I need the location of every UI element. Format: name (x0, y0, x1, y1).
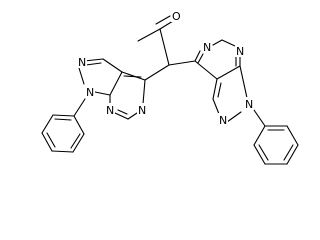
bond-left-n1-phenyl (73, 98, 86, 117)
bond-central-left-ring (144, 64, 170, 81)
n2-right-atom-label: N (219, 114, 227, 127)
bond-left-c6-n7-inner (117, 109, 128, 115)
bond-carbonyl-oxygen (159, 20, 174, 30)
atom-labels: O N N N N N N N N (77, 9, 254, 127)
n7-right-atom-label: N (236, 45, 244, 58)
bond-right-phenyl-2 (286, 125, 299, 146)
bond-left-c4a-c3 (102, 58, 123, 73)
bond-right-phenyl-3-inner (283, 144, 294, 161)
bond-right-n5-c6 (212, 39, 223, 46)
bond-left-phenyl-6 (73, 115, 85, 135)
bond-left-phenyl-1 (52, 114, 75, 117)
chemical-structure: O N N N N N N N N (41, 9, 299, 165)
bond-right-c7a-c4a (216, 65, 241, 80)
bond-right-c4a-c3-inner (217, 82, 222, 98)
bond-left-c4-c4a (121, 71, 146, 81)
bond-right-c4-n5 (194, 50, 201, 62)
bond-carbonyl-oxygen-double (155, 15, 171, 25)
bond-left-phenyl-4 (51, 150, 74, 153)
bond-right-c6-n7 (221, 39, 236, 47)
bond-right-c4a-c4 (194, 60, 218, 80)
bond-left-c4-c4a-inner (123, 75, 142, 78)
n2-left-atom-label: N (78, 56, 86, 69)
n1-left-atom-label: N (86, 86, 94, 99)
n7-left-atom-label: N (106, 104, 114, 117)
bond-right-phenyl-3 (286, 144, 299, 165)
bond-left-phenyl-5-inner (70, 133, 81, 149)
bond-left-c3-n2 (83, 58, 104, 62)
oxygen-atom-label: O (172, 10, 181, 23)
bond-methyl-carbonyl (137, 28, 161, 42)
bond-left-phenyl-3 (41, 132, 53, 152)
bonds (41, 15, 299, 165)
bond-right-c4-n5-inner (197, 53, 204, 64)
n5-right-atom-label: N (203, 41, 211, 54)
bond-left-phenyl-2 (41, 114, 54, 134)
bond-left-n5-c6 (127, 112, 138, 120)
bond-left-phenyl-5 (72, 133, 85, 153)
bond-right-c4a-c3 (212, 78, 218, 100)
bond-right-n1-phenyl (253, 109, 266, 127)
bond-right-c3-n2 (212, 98, 220, 115)
bond-right-n1-c7a (239, 65, 248, 99)
bond-right-phenyl-5 (253, 144, 266, 165)
bond-central-right-ring (168, 60, 196, 66)
n5-left-atom-label: N (138, 104, 146, 117)
bond-left-c3-n2-inner (85, 62, 102, 66)
bond-right-n2-n1 (226, 111, 242, 123)
bond-left-n1-c7a (94, 91, 111, 96)
bond-right-phenyl-5-inner (258, 144, 269, 161)
bond-left-c4-n5 (142, 79, 146, 105)
bond-carbonyl-central (159, 28, 170, 66)
bond-right-phenyl-6 (253, 125, 266, 146)
n1-right-atom-label: N (245, 98, 253, 111)
bond-left-phenyl-3-inner (46, 132, 56, 148)
bond-left-n2-n1 (78, 67, 85, 85)
bond-left-c6-n7 (114, 112, 129, 120)
bond-left-c7a-c4a (109, 71, 123, 96)
bond-left-phenyl-1-inner (54, 118, 72, 121)
